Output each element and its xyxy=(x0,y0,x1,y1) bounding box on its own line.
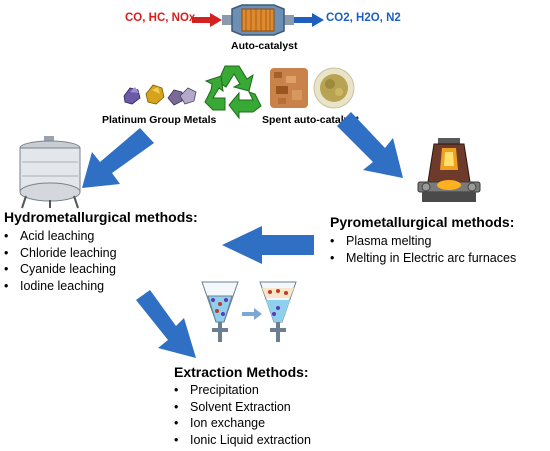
flow-arrow-to-extraction xyxy=(136,290,196,358)
furnace-icon xyxy=(417,138,481,202)
reactants-text: CO, HC, NOx xyxy=(125,12,196,24)
flow-arrow-pyro-to-hydro xyxy=(222,226,314,264)
pyro-list: •Plasma melting •Melting in Electric arc… xyxy=(330,233,516,266)
pgm-label: Platinum Group Metals xyxy=(102,114,217,126)
list-item: •Solvent Extraction xyxy=(174,399,291,414)
extraction-section: Extraction Methods: •Precipitation •Solv… xyxy=(174,364,311,448)
auto-catalyst-label: Auto-catalyst xyxy=(231,40,298,52)
pyro-section: Pyrometallurgical methods: •Plasma melti… xyxy=(330,214,516,266)
spent-catalyst-label: Spent auto-catalyst xyxy=(262,114,359,126)
flow-arrow-to-pyro xyxy=(337,112,403,178)
list-item: •Iodine leaching xyxy=(4,278,105,293)
spent-catalyst-icon xyxy=(270,67,355,109)
extraction-list: •Precipitation •Solvent Extraction •Ion … xyxy=(174,382,311,448)
red-arrow-icon xyxy=(192,13,222,27)
catalytic-converter-icon xyxy=(222,4,294,36)
extraction-title: Extraction Methods: xyxy=(174,364,309,380)
pgm-crystals-icon xyxy=(123,84,197,106)
list-item: •Chloride leaching xyxy=(4,245,117,260)
list-item: •Cyanide leaching xyxy=(4,262,116,276)
list-item: •Acid leaching xyxy=(4,229,95,243)
recycle-icon xyxy=(204,65,262,120)
blue-arrow-icon xyxy=(294,13,324,27)
hydro-section: Hydrometallurgical methods: •Acid leachi… xyxy=(4,209,198,294)
reactor-vessel-icon xyxy=(19,136,81,209)
list-item: •Plasma melting xyxy=(330,234,432,248)
separatory-funnels-icon xyxy=(201,281,297,342)
list-item: •Ion exchange xyxy=(174,416,266,430)
hydro-list: •Acid leaching •Chloride leaching •Cyani… xyxy=(4,228,198,294)
list-item: •Precipitation xyxy=(174,383,259,397)
flow-arrow-to-hydro xyxy=(82,128,154,188)
list-item: •Ionic Liquid extraction xyxy=(174,432,311,447)
hydro-title: Hydrometallurgical methods: xyxy=(4,209,198,225)
pyro-title: Pyrometallurgical methods: xyxy=(330,214,515,230)
products-text: CO2, H2O, N2 xyxy=(326,12,401,24)
list-item: •Melting in Electric arc furnaces xyxy=(330,250,517,265)
